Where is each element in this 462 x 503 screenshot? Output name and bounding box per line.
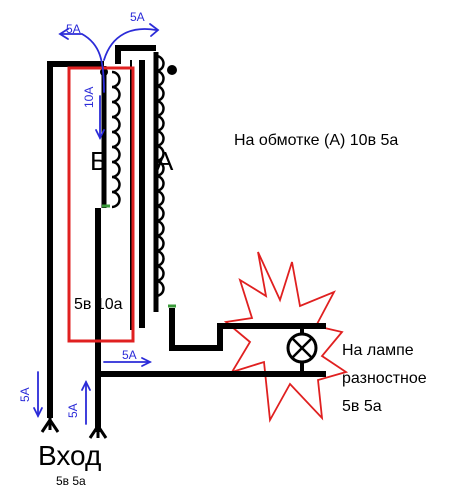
current-label-top-right: 5A xyxy=(130,10,145,24)
input-terminal-right xyxy=(88,425,108,439)
dot-marker-icon xyxy=(167,65,177,75)
winding-b-coil xyxy=(111,70,121,209)
core-top xyxy=(115,45,156,64)
coil-turns xyxy=(155,54,165,298)
lamp-icon xyxy=(286,332,318,364)
current-arrows xyxy=(33,23,160,425)
lamp-description-line3: 5в 5а xyxy=(342,398,382,415)
current-label-bottom-mid: 5A xyxy=(122,348,137,362)
winding-a-coil xyxy=(155,54,165,298)
current-label-top-left: 5A xyxy=(66,22,81,36)
winding-a-letter: А xyxy=(156,146,174,176)
winding-b-rating: 5в 10а xyxy=(74,296,123,313)
input-rating: 5в 5а xyxy=(56,474,86,488)
coil-turns xyxy=(111,70,121,209)
input-title: Вход xyxy=(38,440,102,471)
current-label-left-up: 5A xyxy=(66,403,80,418)
winding-a-to-lamp xyxy=(169,308,302,351)
winding-b-highlight xyxy=(67,66,135,343)
burst-icon xyxy=(223,251,349,423)
lamp-description-line2: разностное xyxy=(342,370,427,387)
current-label-left-down: 5A xyxy=(18,387,32,402)
lamp-description-line1: На лампе xyxy=(342,342,414,359)
input-terminal-left xyxy=(40,416,60,433)
winding-b-letter: Б xyxy=(90,146,108,176)
current-label-winding-b: 10A xyxy=(82,86,96,108)
winding-a-description: На обмотке (А) 10в 5а xyxy=(234,132,399,149)
